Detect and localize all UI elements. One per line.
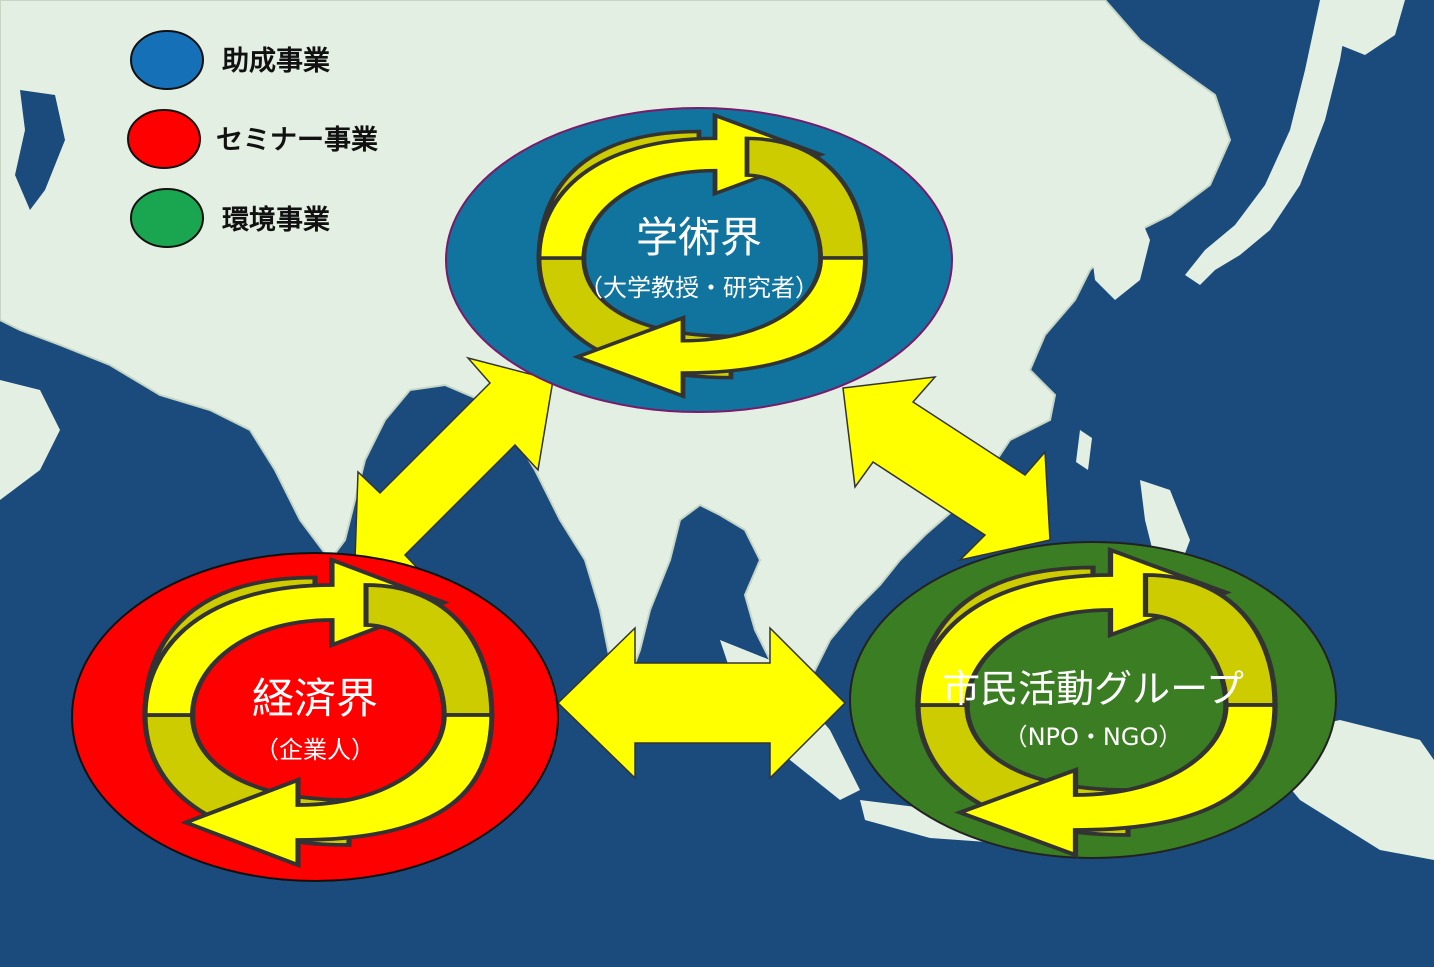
academia-title: 学術界 <box>636 213 762 262</box>
legend: 助成事業 セミナー事業 環境事業 <box>127 30 378 248</box>
korea-peninsula <box>1090 200 1150 300</box>
legend-label-grant: 助成事業 <box>222 46 330 77</box>
japan-north <box>1330 0 1405 55</box>
node-business: 経済界 （企業人） <box>71 552 559 882</box>
node-civic: 市民活動グループ （NPO・NGO） <box>849 541 1337 859</box>
arrow-business-civic <box>556 626 847 780</box>
legend-swatch-blue <box>130 30 204 90</box>
taiwan-island <box>1076 430 1092 470</box>
civic-subtitle: （NPO・NGO） <box>1004 723 1183 751</box>
legend-swatch-red <box>127 109 201 169</box>
business-title: 経済界 <box>252 674 378 723</box>
node-academia: 学術界 （大学教授・研究者） <box>445 107 953 413</box>
legend-item-grant: 助成事業 <box>130 30 330 90</box>
business-subtitle: （企業人） <box>255 736 375 764</box>
legend-swatch-green <box>130 188 204 248</box>
academia-subtitle: （大学教授・研究者） <box>579 274 819 302</box>
arrow-academia-civic <box>842 376 1051 562</box>
legend-item-environment: 環境事業 <box>130 188 330 248</box>
legend-label-environment: 環境事業 <box>222 205 330 236</box>
connector-arrows <box>354 356 1051 780</box>
caspian-sea <box>15 90 65 210</box>
civic-title: 市民活動グループ <box>942 667 1244 711</box>
legend-label-seminar: セミナー事業 <box>216 125 378 156</box>
japan-islands <box>1185 0 1350 285</box>
legend-item-seminar: セミナー事業 <box>127 109 378 169</box>
arabia-landmass <box>0 380 60 500</box>
